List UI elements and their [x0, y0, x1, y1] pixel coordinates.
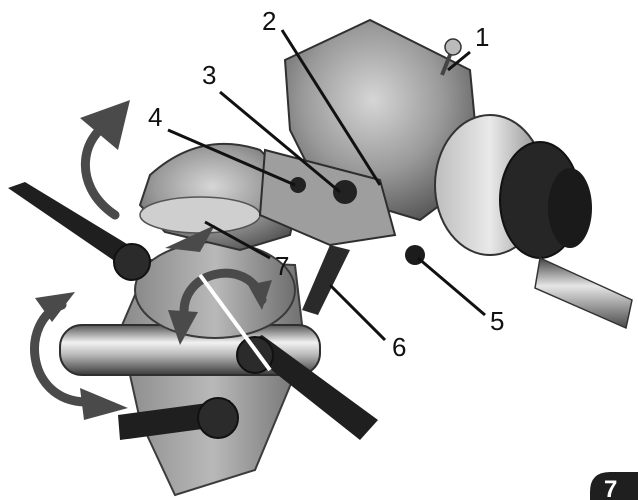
leader-line-2: [280, 29, 382, 186]
swivel-body: [134, 241, 296, 339]
leader-line-6: [328, 283, 387, 342]
figure-badge-number: 7: [604, 476, 617, 500]
callout-1: 1: [475, 22, 489, 52]
figure-badge-background: [590, 472, 638, 500]
leader-line-5: [417, 256, 486, 317]
knob-cap: [548, 168, 592, 248]
lever-hub: [197, 397, 239, 439]
arrow-head: [165, 225, 215, 252]
ball-lever: [444, 38, 462, 56]
machine-photo: [8, 18, 633, 497]
callout-7: 7: [275, 251, 289, 281]
clamp-lever: [8, 182, 150, 275]
arrow-head: [80, 100, 130, 150]
leader-line-4: [167, 128, 296, 187]
callout-3: 3: [202, 60, 216, 90]
rotation-arrows: [30, 100, 272, 420]
locking-knob: [333, 180, 357, 204]
leader-line-3: [219, 90, 341, 194]
leader-line-1: [447, 50, 471, 72]
callout-2: 2: [262, 6, 276, 36]
locking-knob: [290, 177, 306, 193]
indicator-line: [198, 273, 272, 372]
callout-6: 6: [392, 332, 406, 362]
spindle-rod: [534, 256, 633, 330]
callout-5: 5: [490, 306, 504, 336]
turret-scale-ring: [139, 196, 261, 234]
clamp-lever: [240, 335, 378, 440]
figure-badge: 7: [590, 472, 638, 500]
arrow-head: [80, 388, 128, 420]
arrow-head: [248, 280, 272, 310]
leader-line-7: [204, 220, 271, 260]
callout-labels: 1 2 3 4 5 6 7: [148, 6, 504, 362]
bracket-arm: [258, 148, 397, 247]
leader-lines: [167, 29, 486, 342]
stop-pin: [302, 245, 350, 315]
arrow-head: [35, 292, 75, 322]
callout-4: 4: [148, 102, 162, 132]
arrow-head: [168, 310, 198, 345]
lever-hub: [113, 243, 151, 281]
